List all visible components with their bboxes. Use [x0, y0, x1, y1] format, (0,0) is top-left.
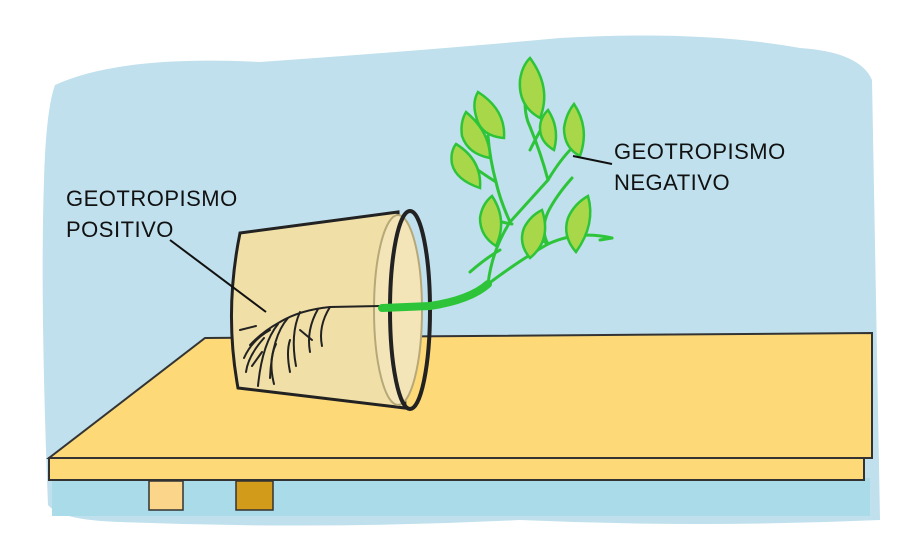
- label-positive-line1: GEOTROPISMO: [66, 186, 238, 211]
- label-positive-line2: POSITIVO: [66, 217, 174, 242]
- table-leg-right: [235, 480, 274, 511]
- floor: [52, 478, 870, 516]
- table-front-edge: [48, 457, 865, 481]
- label-negative-line1: GEOTROPISMO: [614, 139, 786, 164]
- plant-stem: [378, 280, 492, 312]
- plant-leaves: [450, 56, 592, 260]
- pointer-line-positive: [169, 239, 267, 313]
- label-geotropism-positive: GEOTROPISMO POSITIVO: [66, 183, 238, 245]
- table-leg-left: [148, 480, 184, 511]
- label-geotropism-negative: GEOTROPISMO NEGATIVO: [614, 136, 786, 198]
- label-negative-line2: NEGATIVO: [614, 170, 731, 195]
- roots: [239, 305, 381, 387]
- pointer-line-negative: [572, 155, 613, 165]
